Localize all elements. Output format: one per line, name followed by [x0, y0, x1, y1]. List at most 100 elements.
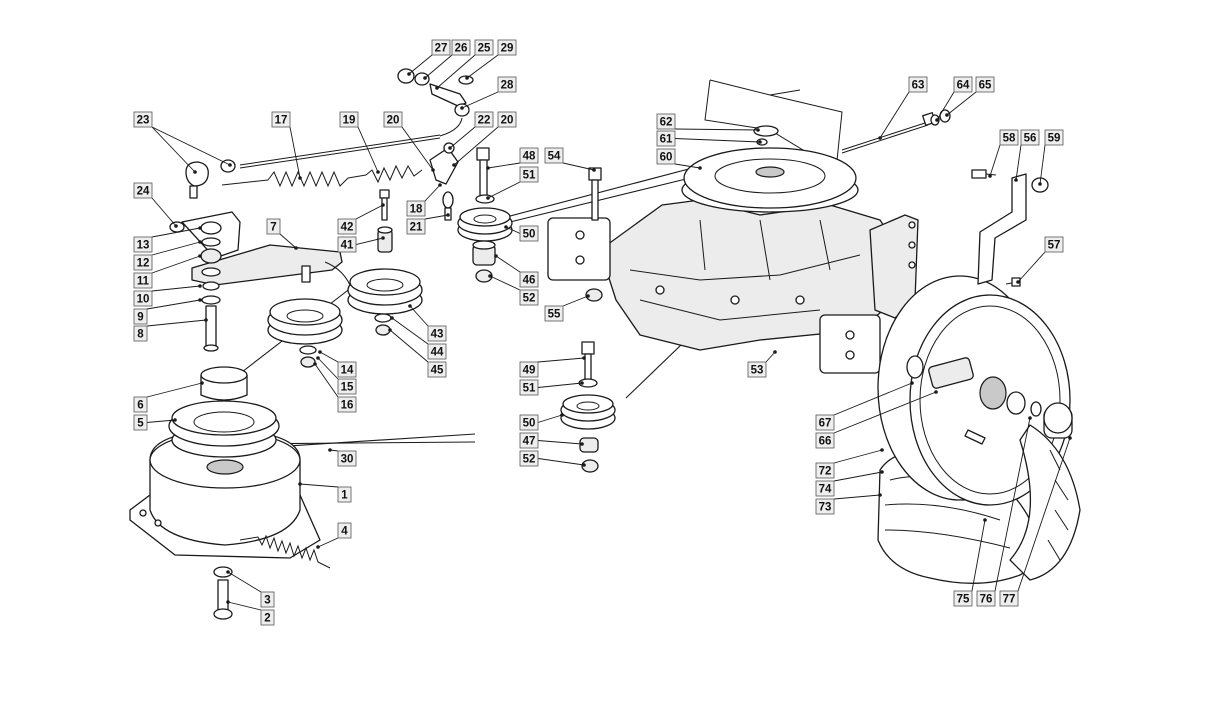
callout-c20a: 20 — [383, 111, 435, 172]
callout-leader-line — [833, 391, 937, 434]
callout-leader-line — [562, 295, 589, 307]
shift-rod — [841, 112, 936, 154]
callout-box — [337, 361, 357, 378]
callout-number: 7 — [270, 222, 276, 234]
callout-c62: 62 — [656, 113, 760, 132]
callout-leader-dot — [1016, 280, 1020, 284]
callout-number: 12 — [137, 258, 150, 270]
callout-leader-dot — [586, 294, 590, 298]
callout-c57: 57 — [1016, 236, 1064, 284]
callout-leader-dot — [328, 448, 332, 452]
callout-leader-line — [674, 128, 759, 131]
callout-leader-dot — [773, 350, 777, 354]
callout-c27: 27 — [407, 39, 451, 76]
callout-box — [815, 480, 835, 497]
callout-c65: 65 — [945, 76, 995, 117]
callout-leader-dot — [880, 470, 884, 474]
callout-leader-line — [409, 305, 429, 327]
callout-c14: 14 — [318, 350, 357, 378]
callout-leader-line — [357, 126, 379, 173]
callout-box — [519, 225, 539, 242]
callout-number: 64 — [957, 80, 970, 92]
callout-c56: 56 — [1014, 129, 1040, 182]
callout-leader-dot — [758, 140, 762, 144]
callout-c73: 73 — [815, 493, 882, 515]
transmission-pulley — [681, 125, 859, 213]
callout-box — [1020, 129, 1040, 146]
callout-c17: 17 — [271, 111, 302, 180]
bolt-54-nut-55 — [585, 167, 603, 302]
callout-leader-line — [461, 91, 499, 109]
callout-leader-dot — [878, 136, 882, 140]
callout-leader-dot — [423, 76, 427, 80]
callout-c61: 61 — [656, 130, 762, 147]
callout-number: 41 — [341, 240, 354, 252]
callout-leader-line — [146, 382, 203, 398]
callout-leader-line — [151, 227, 201, 238]
callout-number: 20 — [501, 115, 514, 127]
callout-leader-line — [833, 494, 881, 500]
callout-c5: 5 — [133, 414, 177, 431]
callout-leader-line — [151, 285, 201, 292]
callout-number: 8 — [137, 329, 144, 341]
callout-number: 63 — [912, 80, 925, 92]
callout-leader-line — [1017, 437, 1071, 592]
callout-c43: 43 — [408, 304, 447, 342]
callout-leader-dot — [756, 128, 760, 132]
callout-leader-dot — [198, 254, 202, 258]
callout-number: 16 — [341, 400, 354, 412]
callout-box — [815, 462, 835, 479]
callout-leader-dot — [390, 316, 394, 320]
callout-box — [427, 361, 447, 378]
callout-leader-line — [279, 233, 297, 249]
callout-leader-line — [389, 329, 429, 363]
callout-number: 6 — [137, 400, 143, 412]
idler-pulley-50-lower — [560, 341, 616, 473]
callout-box — [519, 450, 539, 467]
rear-wheel — [877, 275, 1081, 584]
callout-leader-dot — [1014, 178, 1018, 182]
callout-leader-line — [562, 162, 595, 171]
callout-leader-dot — [381, 203, 385, 207]
callout-c54: 54 — [544, 147, 596, 172]
callout-number: 24 — [137, 186, 150, 198]
callout-leader-dot — [313, 362, 317, 366]
callout-box — [519, 432, 539, 449]
callout-c2: 2 — [226, 600, 275, 626]
callout-leader-line — [936, 91, 955, 121]
callout-c30: 30 — [328, 448, 357, 467]
callout-box — [133, 308, 148, 325]
callout-box — [747, 361, 767, 378]
callout-leader-line — [833, 449, 883, 464]
callout-leader-dot — [407, 72, 411, 76]
callout-leader-dot — [435, 86, 439, 90]
callout-leader-dot — [465, 76, 469, 80]
callout-c20b: 20 — [452, 111, 517, 167]
callout-leader-dot — [173, 418, 177, 422]
callout-leader-dot — [910, 381, 914, 385]
callout-box — [999, 129, 1019, 146]
callout-leader-dot — [198, 226, 202, 230]
callout-number: 61 — [660, 134, 673, 146]
callout-c51b: 51 — [519, 379, 584, 396]
callout-box — [260, 609, 275, 626]
callout-box — [260, 591, 275, 608]
callout-box — [337, 522, 352, 539]
callout-box — [133, 111, 153, 128]
callout-box — [544, 147, 564, 164]
callout-number: 67 — [819, 418, 832, 430]
callout-box — [451, 39, 471, 56]
callout-c6: 6 — [133, 381, 204, 413]
callout-box — [908, 76, 928, 93]
callout-c55: 55 — [544, 294, 590, 322]
callout-c58: 58 — [988, 129, 1019, 178]
mounting-bracket — [930, 109, 1049, 287]
callout-c4: 4 — [316, 522, 352, 549]
callout-leader-line — [449, 126, 476, 149]
callout-c48: 48 — [486, 147, 539, 170]
callout-box — [815, 498, 835, 515]
callout-leader-dot — [298, 176, 302, 180]
callout-c8: 8 — [133, 318, 208, 342]
callout-box — [519, 166, 539, 183]
callout-box — [337, 236, 357, 253]
